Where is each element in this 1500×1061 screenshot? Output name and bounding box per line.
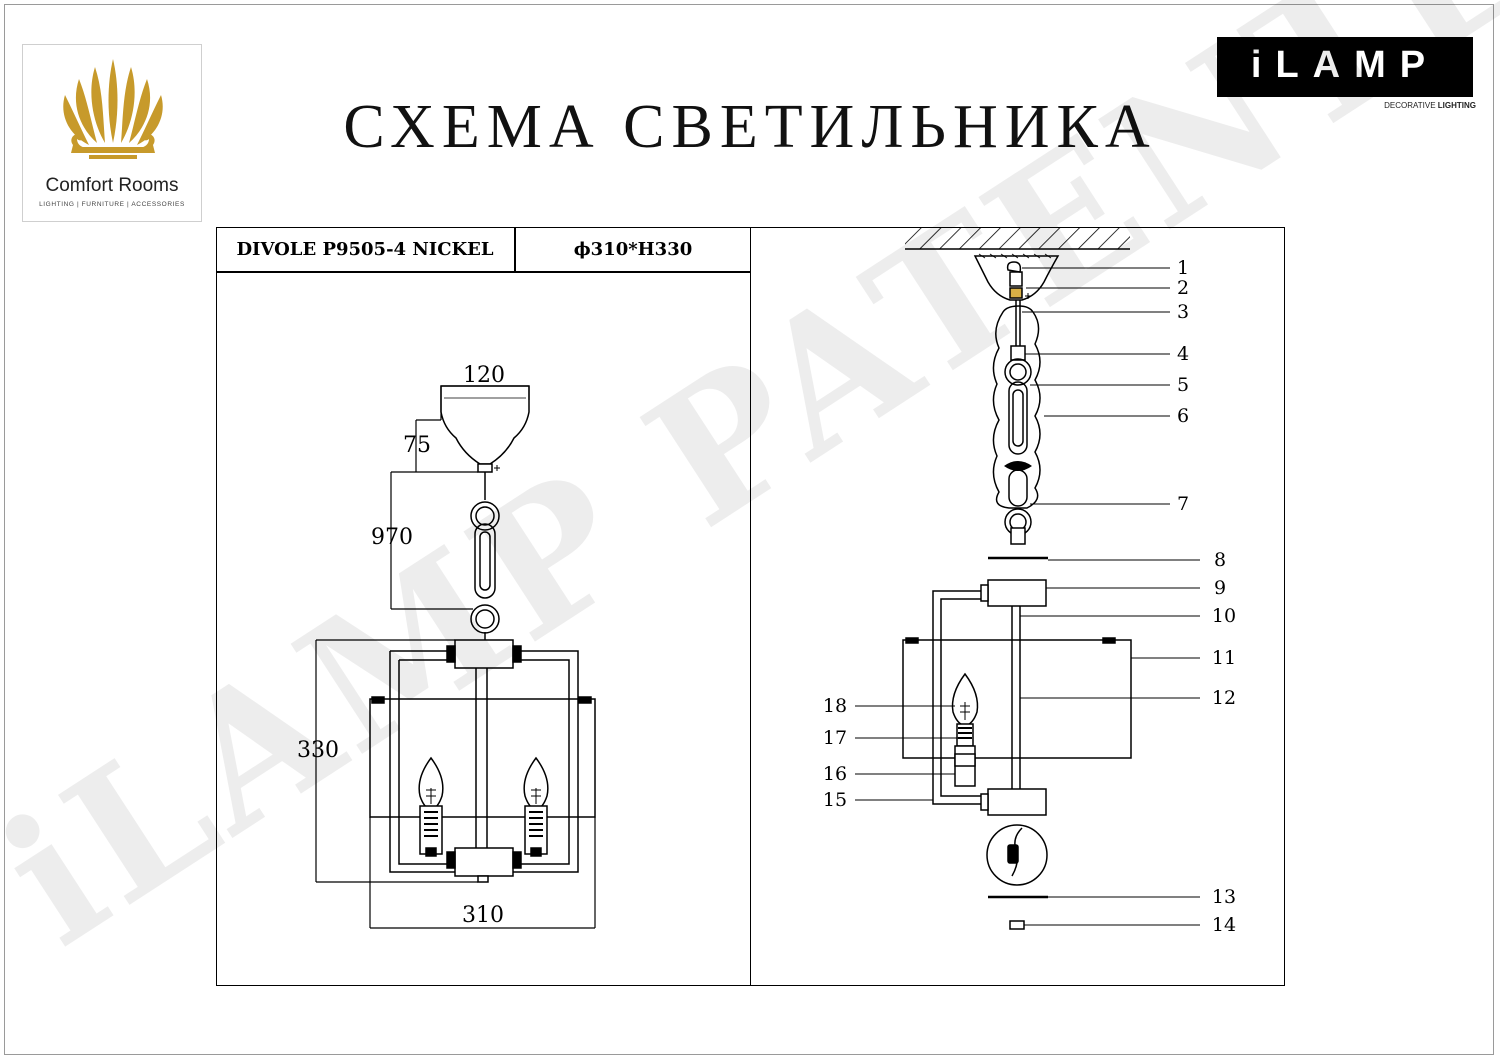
logo-tagline: LIGHTING | FURNITURE | ACCESSORIES bbox=[39, 201, 185, 208]
logo-name: Comfort Rooms bbox=[45, 175, 179, 196]
dim-width: 310 bbox=[462, 903, 504, 928]
part-number-16: 16 bbox=[823, 763, 847, 785]
ilamp-logo: iLAMP bbox=[1217, 37, 1473, 97]
part-number-10: 10 bbox=[1212, 605, 1236, 627]
part-number-3: 3 bbox=[1177, 301, 1189, 323]
part-number-8: 8 bbox=[1214, 549, 1226, 571]
crown-icon bbox=[63, 59, 163, 159]
page-title: СХЕМА СВЕТИЛЬНИКА bbox=[343, 93, 1157, 161]
dim-chain-length: 970 bbox=[371, 525, 413, 550]
part-number-13: 13 bbox=[1212, 886, 1236, 908]
size-label: ϕ310*H330 bbox=[573, 239, 693, 260]
part-number-4: 4 bbox=[1177, 343, 1189, 365]
left-lamp-drawing bbox=[369, 385, 596, 883]
header-cell-divider bbox=[514, 227, 516, 272]
header-divider bbox=[216, 271, 751, 273]
part-number-1: 1 bbox=[1177, 257, 1189, 279]
dim-canopy-width: 120 bbox=[463, 363, 505, 388]
parts-panel bbox=[750, 227, 1285, 986]
leader-lines bbox=[855, 267, 1200, 926]
model-label: DIVOLE P9505-4 NICKEL bbox=[236, 239, 494, 260]
dim-height: 330 bbox=[297, 738, 339, 763]
part-number-12: 12 bbox=[1212, 687, 1236, 709]
part-number-14: 14 bbox=[1212, 914, 1236, 936]
part-numbers: 1 2 3 4 5 6 7 8 9 10 11 12 13 14 18 17 1… bbox=[823, 257, 1236, 936]
dimension-labels: 120 75 970 330 310 bbox=[297, 363, 505, 928]
part-number-17: 17 bbox=[823, 727, 847, 749]
comfort-rooms-logo: Comfort Rooms LIGHTING | FURNITURE | ACC… bbox=[22, 44, 202, 222]
part-number-6: 6 bbox=[1177, 405, 1189, 427]
page-border bbox=[4, 4, 1494, 1055]
part-number-15: 15 bbox=[823, 789, 847, 811]
part-number-9: 9 bbox=[1214, 577, 1226, 599]
ilamp-logo-text: iLAMP bbox=[1250, 44, 1440, 86]
right-lamp-drawing bbox=[902, 228, 1132, 930]
part-number-7: 7 bbox=[1177, 493, 1189, 515]
dimension-lines bbox=[315, 385, 596, 929]
ilamp-subtitle-bold: LIGHTING bbox=[1437, 101, 1476, 110]
part-number-2: 2 bbox=[1177, 277, 1189, 299]
part-number-11: 11 bbox=[1212, 647, 1236, 669]
part-number-5: 5 bbox=[1177, 374, 1189, 396]
part-number-18: 18 bbox=[823, 695, 847, 717]
dim-canopy-height: 75 bbox=[403, 433, 431, 458]
ilamp-subtitle-prefix: DECORATIVE bbox=[1384, 101, 1436, 110]
ilamp-logo-subtitle: DECORATIVE LIGHTING bbox=[1380, 101, 1476, 110]
